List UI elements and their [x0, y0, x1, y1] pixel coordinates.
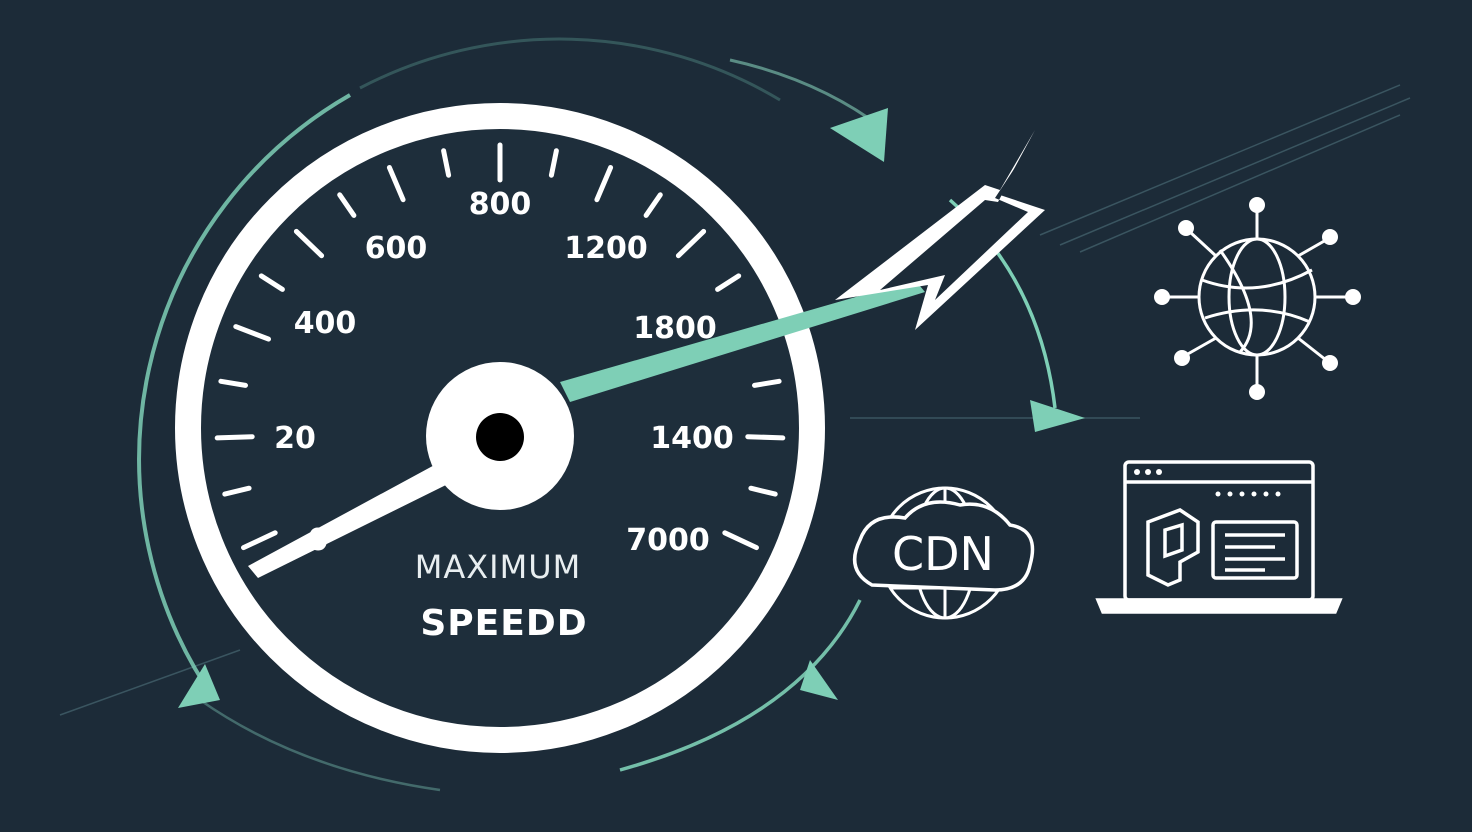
gauge-tick-label: 7000 — [626, 523, 710, 558]
gauge-tick — [594, 165, 614, 203]
gauge-tick — [748, 485, 778, 497]
laptop-webpage-icon — [1095, 460, 1343, 614]
swoosh-arcs — [137, 37, 1057, 792]
gauge-tick-label: 1800 — [633, 311, 717, 346]
gauge-ticks — [214, 142, 786, 551]
gauge-tick — [222, 485, 252, 497]
gauge-tick — [548, 148, 559, 178]
gauge-tick-label: 1400 — [650, 421, 734, 456]
arrowhead-bottom-left — [178, 664, 220, 708]
gauge-tick — [241, 530, 278, 551]
lightning-bolt-icon — [835, 130, 1045, 330]
gauge-tick-label: 20 — [274, 421, 316, 456]
arrowhead-bottom-right — [800, 660, 838, 700]
cdn-label: CDN — [892, 527, 994, 581]
swoosh-arrowheads — [178, 108, 1085, 708]
gauge-needle-teal — [560, 280, 925, 402]
gauge-tick — [441, 148, 452, 178]
cdn-globe-cloud-icon: CDN — [852, 486, 1035, 620]
gauge-caption-line1: MAXIMUM — [415, 548, 582, 586]
gauge-needle-white — [248, 462, 452, 578]
gauge-tick — [233, 324, 271, 342]
gauge-tick — [293, 228, 325, 259]
gauge-tick — [752, 378, 782, 388]
gauge-tick — [675, 228, 707, 259]
gauge-tick-label: 800 — [469, 187, 532, 222]
network-globe-icon — [1154, 197, 1361, 400]
gauge-tick — [218, 378, 248, 388]
speedometer-gauge: 0204006008001200180014007000 MAXIMUM SPE… — [175, 103, 925, 753]
gauge-tick-label: 400 — [294, 306, 357, 341]
gauge-hub-center — [476, 413, 524, 461]
gauge-tick — [258, 273, 285, 292]
gauge-tick — [214, 434, 255, 441]
gauge-caption-line2: SPEEDD — [420, 603, 587, 644]
gauge-tick — [643, 192, 663, 218]
gauge-tick — [745, 434, 786, 441]
gauge-tick — [715, 273, 742, 292]
arrowhead-right — [1030, 400, 1085, 432]
arrowhead-top — [830, 108, 888, 162]
gauge-tick-label: 1200 — [564, 231, 648, 266]
motion-streaks — [59, 84, 1411, 716]
gauge-tick-label: 600 — [365, 231, 428, 266]
gauge-tick — [722, 530, 759, 551]
gauge-tick — [386, 165, 406, 203]
gauge-tick — [337, 192, 357, 218]
